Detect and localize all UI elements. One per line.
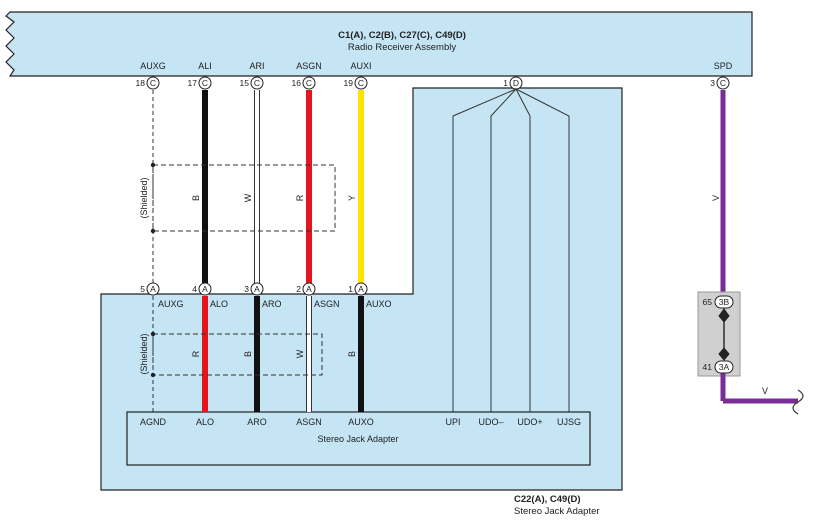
wire-color-code: W [295, 349, 305, 358]
terminal-conn: C [306, 78, 312, 88]
terminal-conn: C [358, 78, 364, 88]
radio-terminal-ari: ARI 15 C [240, 61, 265, 90]
inner-label-aro: ARO [247, 417, 267, 427]
terminal-pin: 18 [136, 78, 146, 88]
terminal-conn: A [358, 284, 364, 294]
terminal-label: AUXG [140, 61, 166, 71]
terminal-pin: 3 [244, 284, 249, 294]
jack-terminal-auxg: 5 A AUXG [140, 282, 184, 309]
wire-color-code: R [295, 194, 305, 201]
jack-codes: C22(A), C49(D) [514, 494, 581, 505]
junction-bottom-conn: 3A [719, 362, 730, 372]
junction-link-arrows-icon [718, 308, 730, 361]
violet-out-color-code: V [762, 386, 768, 396]
radio-terminal-ali: ALI 17 C [188, 61, 212, 90]
terminal-label: ARO [262, 299, 282, 309]
jack-inner-box [126, 411, 591, 466]
terminal-label: AUXI [350, 61, 371, 71]
jack-terminal-auxo: 1 A AUXO [348, 282, 392, 309]
radio-terminal-spd: SPD 3 C [710, 61, 733, 90]
inner-label-ujsg: UJSG [557, 417, 581, 427]
wire-color-code: V [711, 195, 721, 201]
wire-color-code: B [347, 351, 357, 357]
radio-terminal-d1: 1 D [503, 76, 523, 90]
junction-connector-top: 3B 65 [703, 295, 734, 309]
jack-terminal-aro: 3 A ARO [244, 282, 282, 309]
shield-dot [150, 228, 156, 234]
terminal-label: AUXO [366, 299, 392, 309]
terminal-conn: A [254, 284, 260, 294]
wire-break-icon [792, 389, 804, 415]
junction-connector-bottom: 3A 41 [703, 360, 734, 374]
terminal-label: ASGN [296, 61, 322, 71]
radio-terminal-auxi: AUXI 19 C [344, 61, 372, 90]
inner-label-asgn: ASGN [296, 417, 322, 427]
inner-label-alo: ALO [196, 417, 214, 427]
terminal-conn: C [150, 78, 156, 88]
terminal-conn: C [254, 78, 260, 88]
terminal-label: ALI [198, 61, 212, 71]
radio-codes: C1(A), C2(B), C27(C), C49(D) [338, 30, 466, 41]
terminal-conn: D [513, 78, 519, 88]
jack-adapter-box [100, 87, 623, 491]
lower-shielded-label: (Shielded) [139, 333, 149, 374]
terminal-pin: 17 [188, 78, 198, 88]
radio-terminal-asgn: ASGN 16 C [292, 61, 322, 90]
terminal-label: ARI [249, 61, 264, 71]
fanout-wires [452, 88, 570, 412]
lower-shield-box [152, 333, 323, 376]
jack-terminal-asgn: 2 A ASGN [296, 282, 340, 309]
terminal-label: ALO [210, 299, 228, 309]
jack-name: Stereo Jack Adapter [514, 506, 600, 517]
jack-inner-name: Stereo Jack Adapter [317, 434, 398, 444]
inner-label-auxo: AUXO [348, 417, 374, 427]
junction-bottom-pin: 41 [703, 362, 713, 372]
inner-label-udo-minus: UDO– [478, 417, 503, 427]
terminal-pin: 16 [292, 78, 302, 88]
terminal-conn: A [306, 284, 312, 294]
terminal-label: ASGN [314, 299, 340, 309]
terminal-pin: 15 [240, 78, 250, 88]
terminal-conn: C [720, 78, 726, 88]
terminal-conn: C [202, 78, 208, 88]
upper-shield-box [152, 164, 336, 232]
shield-dot [150, 331, 156, 337]
terminal-pin: 5 [140, 284, 145, 294]
terminal-pin: 4 [192, 284, 197, 294]
terminal-pin: 2 [296, 284, 301, 294]
junction-top-conn: 3B [719, 297, 730, 307]
terminal-pin: 1 [503, 78, 508, 88]
shield-dot [150, 372, 156, 378]
terminal-label: AUXG [158, 299, 184, 309]
wire-color-code: W [243, 193, 253, 202]
radio-terminal-auxg: AUXG 18 C [136, 61, 166, 90]
terminal-conn: A [150, 284, 156, 294]
shield-dot [150, 162, 156, 168]
jack-terminal-alo: 4 A ALO [192, 282, 228, 309]
terminal-label: SPD [714, 61, 733, 71]
inner-label-upi: UPI [445, 417, 460, 427]
radio-name: Radio Receiver Assembly [348, 42, 456, 53]
radio-receiver-box [5, 11, 753, 77]
terminal-pin: 19 [344, 78, 354, 88]
terminal-pin: 3 [710, 78, 715, 88]
terminal-conn: A [202, 284, 208, 294]
inner-label-udo-plus: UDO+ [517, 417, 542, 427]
upper-shielded-label: (Shielded) [139, 177, 149, 218]
wire-color-code: B [243, 351, 253, 357]
wire-color-code: B [191, 195, 201, 201]
wire-color-code: R [191, 350, 201, 357]
wire-color-code: Y [347, 195, 357, 201]
terminal-pin: 1 [348, 284, 353, 294]
inner-label-agnd: AGND [140, 417, 167, 427]
junction-top-pin: 65 [703, 297, 713, 307]
